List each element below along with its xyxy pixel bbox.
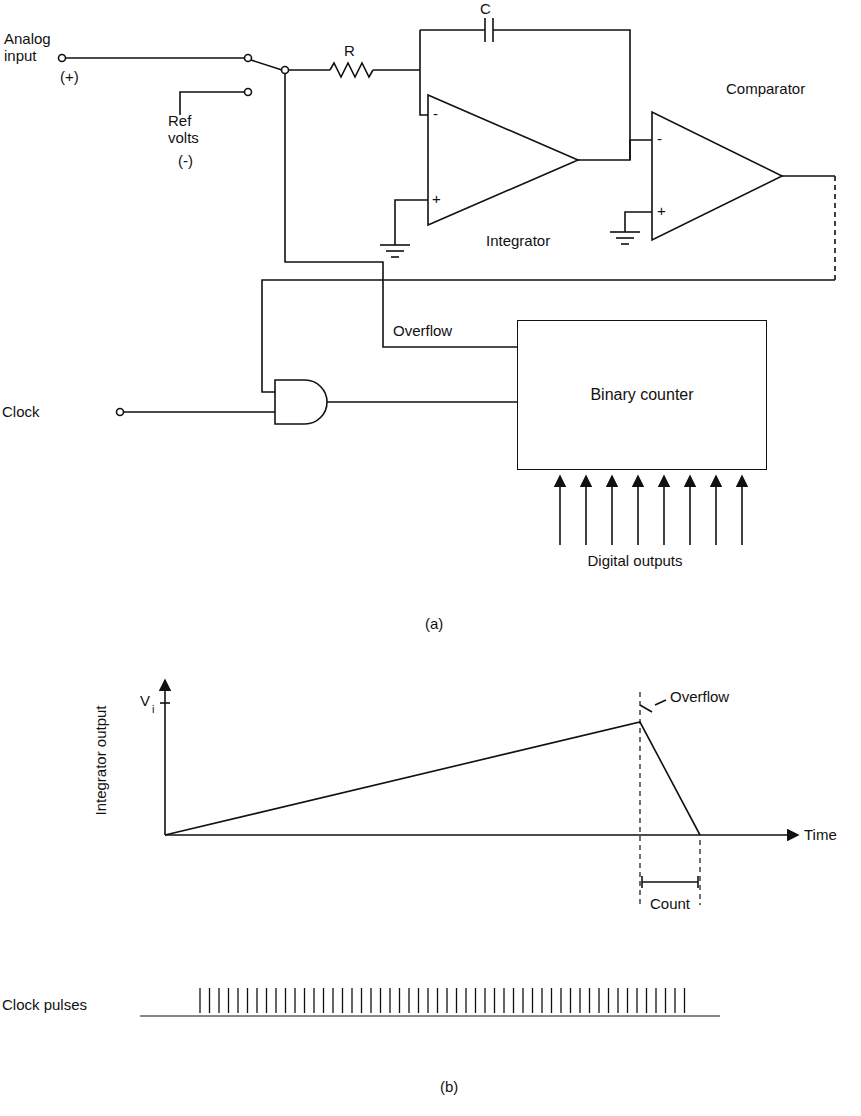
label: Digital outputs bbox=[585, 552, 685, 569]
label: Count bbox=[650, 895, 690, 912]
output-arrow bbox=[689, 476, 691, 545]
clock-pulse bbox=[351, 988, 352, 1013]
label: Integrator output bbox=[91, 705, 108, 815]
output-arrow bbox=[715, 476, 717, 545]
clock-pulse bbox=[513, 988, 514, 1013]
clock-pulse bbox=[237, 988, 238, 1013]
clock-pulse bbox=[285, 988, 286, 1013]
clock-pulse bbox=[456, 988, 457, 1013]
clock-pulse bbox=[370, 988, 371, 1013]
label: Overflow bbox=[670, 688, 729, 705]
label: V bbox=[140, 692, 150, 709]
label: + bbox=[657, 202, 666, 219]
label: Clock bbox=[2, 403, 40, 420]
label: Overflow bbox=[393, 322, 452, 339]
clock-pulse bbox=[294, 988, 295, 1013]
label: - bbox=[657, 130, 662, 147]
box-label: Binary counter bbox=[584, 380, 699, 410]
clock-pulse bbox=[342, 988, 343, 1013]
clock-pulse bbox=[361, 988, 362, 1013]
clock-pulse bbox=[399, 988, 400, 1013]
clock-pulse bbox=[304, 988, 305, 1013]
clock-pulse bbox=[275, 988, 276, 1013]
label: Comparator bbox=[726, 80, 805, 97]
output-arrow bbox=[585, 476, 587, 545]
clock-pulse bbox=[408, 988, 409, 1013]
clock-pulse bbox=[427, 988, 428, 1013]
label: i bbox=[152, 701, 154, 718]
output-arrow bbox=[611, 476, 613, 545]
label: + bbox=[432, 190, 441, 207]
clock-pulse bbox=[313, 988, 314, 1013]
clock-pulse bbox=[484, 988, 485, 1013]
label: - bbox=[433, 105, 438, 122]
clock-pulse bbox=[532, 988, 533, 1013]
clock-pulse bbox=[247, 988, 248, 1013]
clock-pulse bbox=[389, 988, 390, 1013]
clock-pulse bbox=[541, 988, 542, 1013]
label: Analog input bbox=[4, 30, 66, 64]
clock-pulse bbox=[598, 988, 599, 1013]
clock-pulse bbox=[503, 988, 504, 1013]
clock-pulse bbox=[266, 988, 267, 1013]
output-arrow bbox=[663, 476, 665, 545]
clock-pulse bbox=[256, 988, 257, 1013]
clock-pulse bbox=[418, 988, 419, 1013]
clock-pulse bbox=[323, 988, 324, 1013]
clock-pulse bbox=[199, 988, 200, 1013]
clock-pulse bbox=[380, 988, 381, 1013]
clock-pulse bbox=[636, 988, 637, 1013]
clock-pulse bbox=[228, 988, 229, 1013]
clock-pulse bbox=[551, 988, 552, 1013]
clock-pulse bbox=[332, 988, 333, 1013]
clock-pulse bbox=[570, 988, 571, 1013]
output-arrow bbox=[637, 476, 639, 545]
counter-box: Binary counter bbox=[517, 320, 767, 470]
clock-pulse bbox=[218, 988, 219, 1013]
output-arrow bbox=[559, 476, 561, 545]
clock-pulse bbox=[446, 988, 447, 1013]
label: (a) bbox=[425, 615, 443, 632]
clock-pulse bbox=[209, 988, 210, 1013]
clock-pulse bbox=[655, 988, 656, 1013]
clock-pulse bbox=[522, 988, 523, 1013]
clock-pulse bbox=[665, 988, 666, 1013]
clock-pulse bbox=[465, 988, 466, 1013]
label: Clock pulses bbox=[2, 996, 87, 1013]
clock-pulse bbox=[475, 988, 476, 1013]
label: Integrator bbox=[486, 232, 550, 249]
clock-pulse bbox=[627, 988, 628, 1013]
output-arrow bbox=[741, 476, 743, 545]
label: Time bbox=[804, 826, 837, 843]
clock-pulse bbox=[617, 988, 618, 1013]
clock-pulse bbox=[560, 988, 561, 1013]
label: (-) bbox=[178, 152, 193, 169]
label: (b) bbox=[440, 1078, 458, 1095]
clock-pulse bbox=[674, 988, 675, 1013]
clock-pulse bbox=[437, 988, 438, 1013]
label: C bbox=[480, 0, 491, 17]
clock-pulse bbox=[646, 988, 647, 1013]
clock-pulse bbox=[494, 988, 495, 1013]
label: R bbox=[344, 42, 355, 59]
label: (+) bbox=[60, 68, 79, 85]
clock-pulse bbox=[579, 988, 580, 1013]
label: Ref volts bbox=[168, 112, 224, 146]
clock-pulse bbox=[589, 988, 590, 1013]
clock-pulse bbox=[684, 988, 685, 1013]
clock-pulse bbox=[608, 988, 609, 1013]
